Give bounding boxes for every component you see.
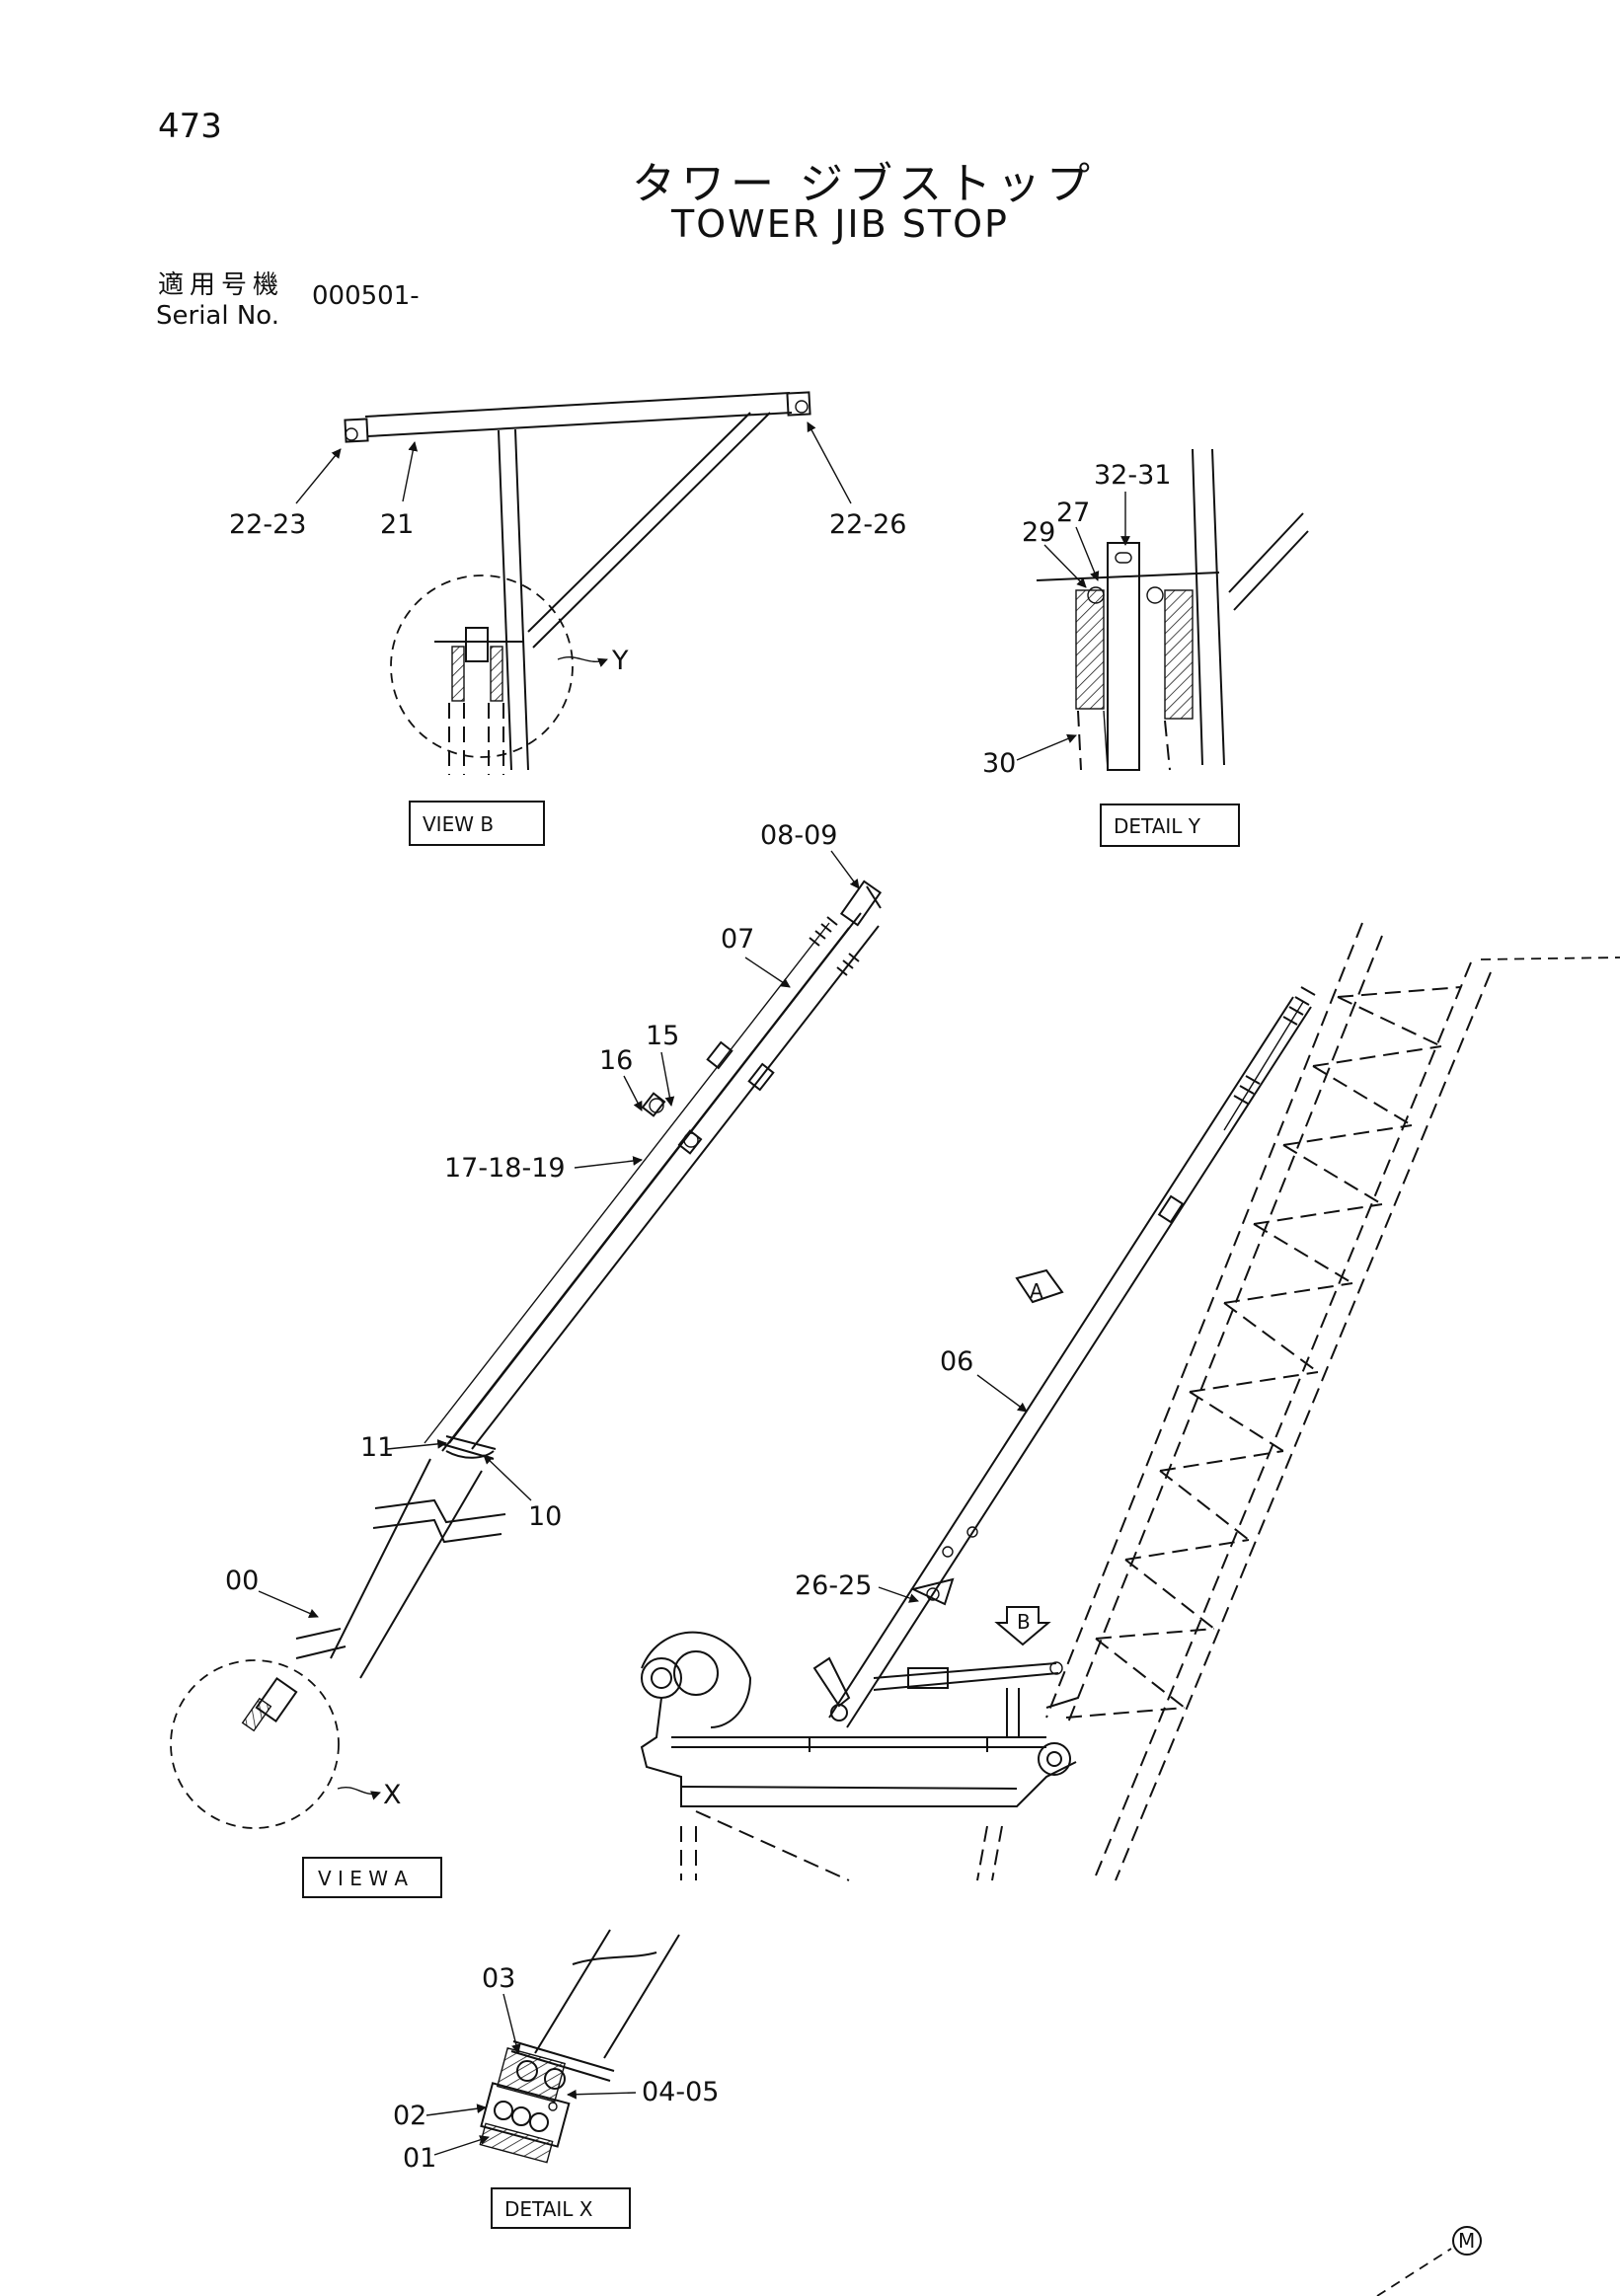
callout-00: 00	[225, 1566, 259, 1596]
callout-22-26: 22-26	[829, 509, 906, 540]
callout-17-18-19: 17-18-19	[444, 1153, 566, 1184]
leader-16	[623, 1075, 643, 1111]
leader-00	[258, 1590, 319, 1618]
mark-m-circle	[1452, 2226, 1482, 2256]
view-b-ref-y: Y	[611, 646, 629, 676]
callout-29: 29	[1022, 517, 1055, 548]
leader-22-23	[295, 448, 342, 504]
leader-30	[1016, 733, 1077, 761]
callout-08-09: 08-09	[760, 820, 837, 851]
view-b-label: VIEW B	[423, 812, 494, 836]
leader-01	[433, 2135, 490, 2156]
detail-y-label: DETAIL Y	[1114, 814, 1201, 838]
callout-02: 02	[393, 2101, 426, 2131]
view-a-arrow-label: A	[1030, 1279, 1043, 1303]
callout-06: 06	[940, 1346, 973, 1377]
detail-x-drawing	[479, 1929, 680, 2164]
leader-08-09	[830, 850, 860, 889]
leader-21	[402, 441, 419, 502]
leader-03	[502, 1993, 521, 2054]
leader-22-26	[807, 421, 852, 504]
mark-m: M	[1458, 2229, 1475, 2253]
leader-15	[660, 1051, 675, 1107]
serial-label: Serial No.	[156, 301, 279, 331]
callout-04-05: 04-05	[642, 2077, 719, 2107]
callout-15: 15	[646, 1021, 679, 1051]
callout-27: 27	[1056, 497, 1090, 528]
view-a-label: V I E W A	[318, 1867, 408, 1890]
callout-32-31: 32-31	[1094, 460, 1171, 491]
callout-26-25: 26-25	[795, 1570, 872, 1601]
callout-10: 10	[528, 1501, 562, 1532]
view-b-arrow-label: B	[1017, 1610, 1031, 1634]
detail-x-label-box	[491, 2187, 631, 2229]
callout-07: 07	[721, 924, 754, 955]
leader-06	[976, 1374, 1028, 1413]
view-b-drawing	[344, 391, 811, 775]
machine-base-drawing	[640, 1631, 1079, 1807]
callout-21: 21	[380, 509, 414, 540]
leader-11	[386, 1439, 447, 1450]
callout-30: 30	[982, 748, 1016, 779]
detail-y-label-box	[1100, 804, 1240, 847]
leader-10	[483, 1454, 532, 1501]
leader-26-25	[878, 1586, 919, 1603]
leader-04-05	[567, 2089, 637, 2100]
view-b-label-box	[409, 801, 545, 846]
page-title-japanese: タワー ジブストップ	[632, 159, 1096, 209]
callout-11: 11	[360, 1432, 394, 1463]
view-a-arrow-marker	[1015, 1268, 1064, 1304]
view-b-arrow-marker	[994, 1606, 1051, 1646]
detail-y-drawing	[1036, 448, 1309, 771]
leader-29	[1043, 544, 1087, 588]
view-a-ref-x: X	[383, 1780, 402, 1810]
view-a-drawing	[170, 880, 883, 1829]
callout-03: 03	[482, 1963, 515, 1994]
view-a-label-box	[302, 1857, 442, 1898]
serial-label-japanese: 適用号機	[158, 270, 285, 300]
page-number: 473	[158, 107, 222, 146]
leader-02	[425, 2104, 487, 2116]
leader-27	[1075, 526, 1100, 581]
tower-lattice-drawing	[680, 922, 1620, 1881]
callout-01: 01	[403, 2143, 436, 2174]
page-title: TOWER JIB STOP	[671, 202, 1009, 246]
serial-number-value: 000501-	[312, 281, 420, 311]
callout-16: 16	[599, 1045, 633, 1076]
detail-x-label: DETAIL X	[504, 2197, 593, 2221]
leader-17-18-19	[574, 1156, 643, 1169]
leader-07	[744, 957, 791, 988]
callout-22-23: 22-23	[229, 509, 306, 540]
jib-stop-cylinder-drawing	[812, 986, 1316, 1728]
